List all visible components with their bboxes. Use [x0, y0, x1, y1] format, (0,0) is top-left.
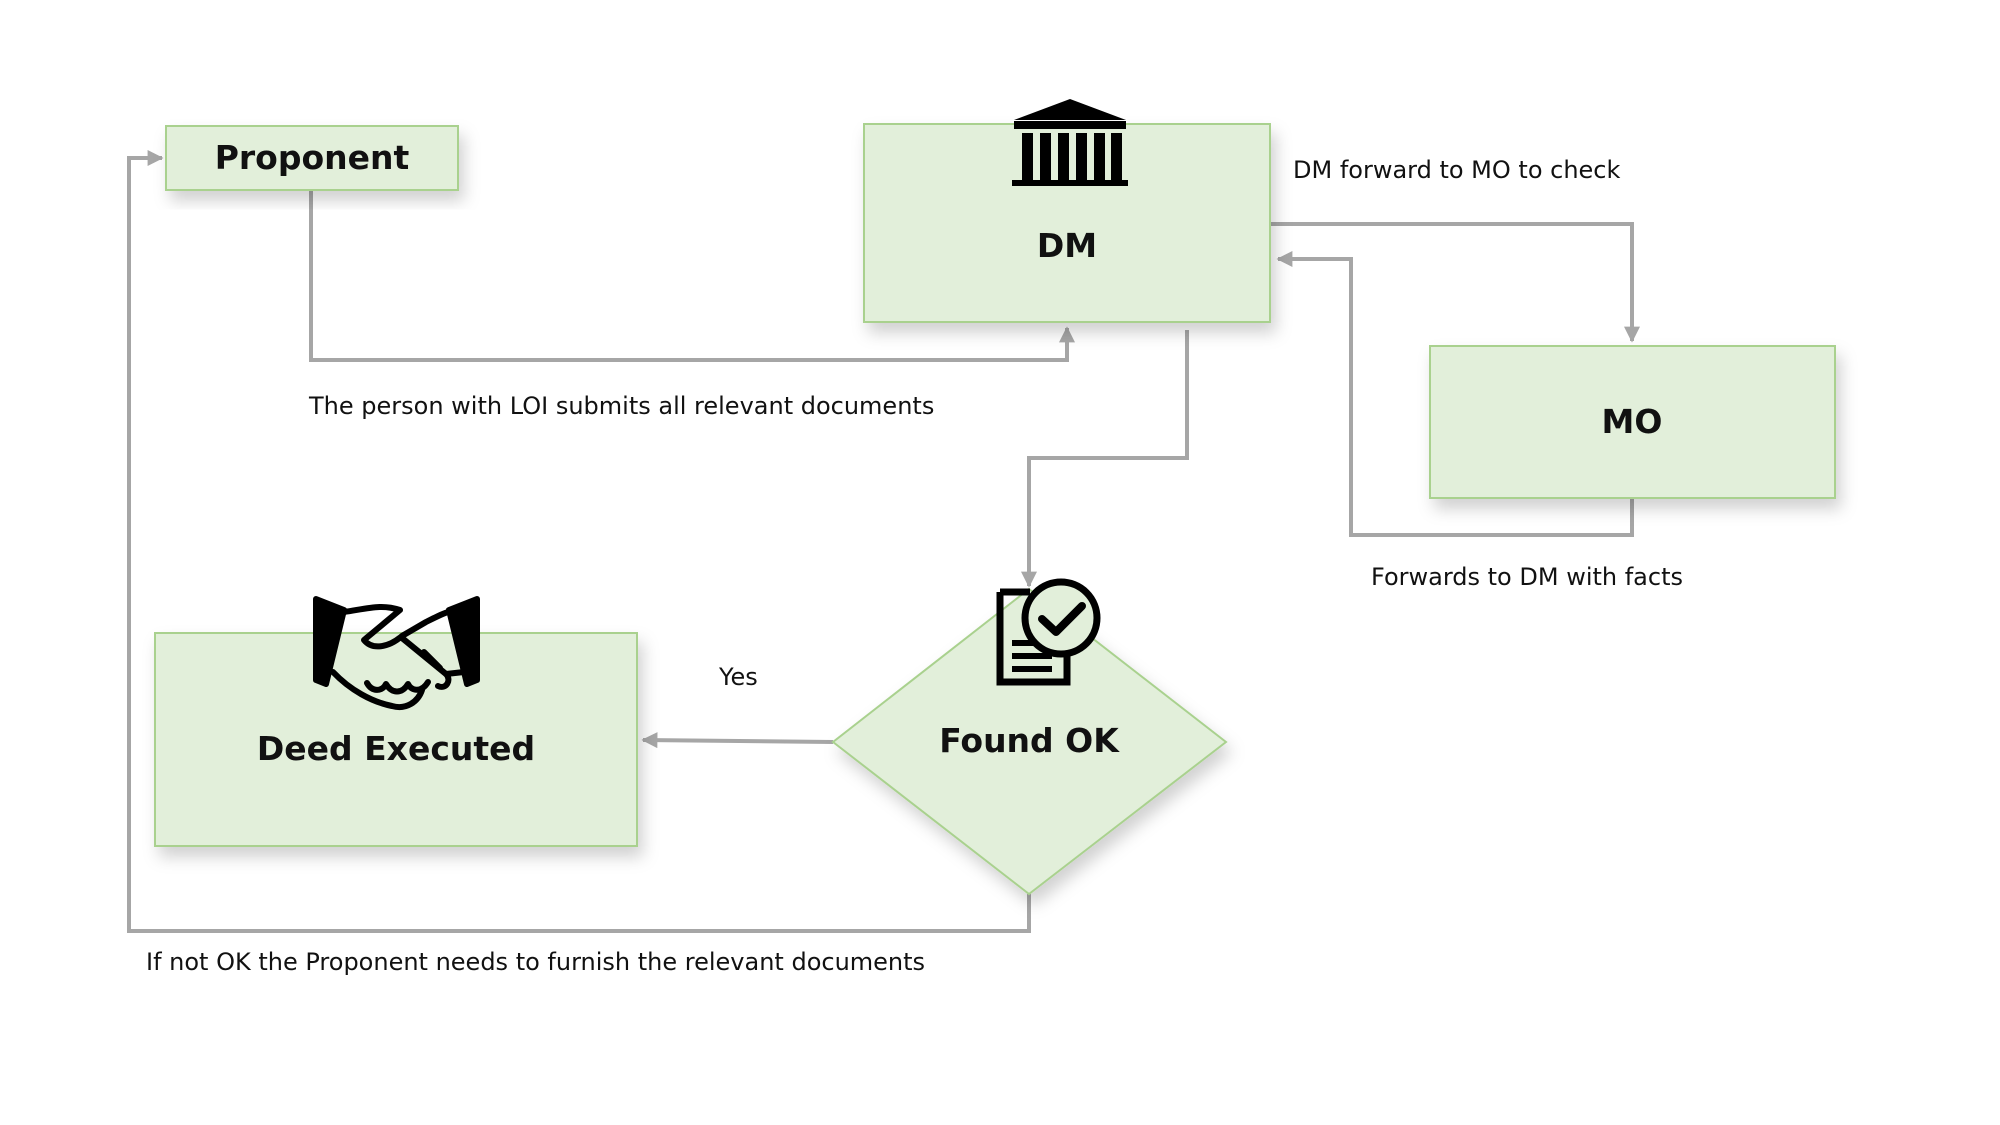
node-mo: MO — [1429, 345, 1836, 499]
handshake-icon — [313, 596, 480, 710]
connector-proponent-to-dm — [309, 191, 1075, 362]
node-dm-label: DM — [1037, 226, 1097, 265]
connector-dm-to-mo — [1270, 222, 1640, 343]
connector-dm-to-found-ok — [1021, 330, 1189, 588]
document-check-icon — [996, 578, 1101, 686]
node-deed-executed-label: Deed Executed — [257, 729, 535, 768]
node-deed-executed: Deed Executed — [154, 596, 638, 847]
node-dm: DM — [863, 99, 1271, 323]
connector-found-ok-no — [127, 150, 1031, 933]
node-proponent: Proponent — [165, 125, 459, 191]
connector-found-ok-yes — [641, 732, 834, 749]
edge-label-not-ok: If not OK the Proponent needs to furnish… — [146, 948, 925, 976]
node-found-ok: Found OK — [831, 578, 1228, 896]
node-proponent-label: Proponent — [215, 138, 410, 177]
connector-mo-to-dm — [1276, 251, 1634, 537]
edge-label-dm-to-mo: DM forward to MO to check — [1293, 156, 1621, 184]
node-mo-label: MO — [1602, 402, 1663, 441]
node-found-ok-label: Found OK — [939, 721, 1120, 760]
bank-building-icon — [1012, 99, 1128, 186]
edge-label-mo-to-dm: Forwards to DM with facts — [1371, 563, 1683, 591]
edge-label-proponent-to-dm: The person with LOI submits all relevant… — [308, 392, 934, 420]
edge-label-yes: Yes — [718, 663, 758, 691]
